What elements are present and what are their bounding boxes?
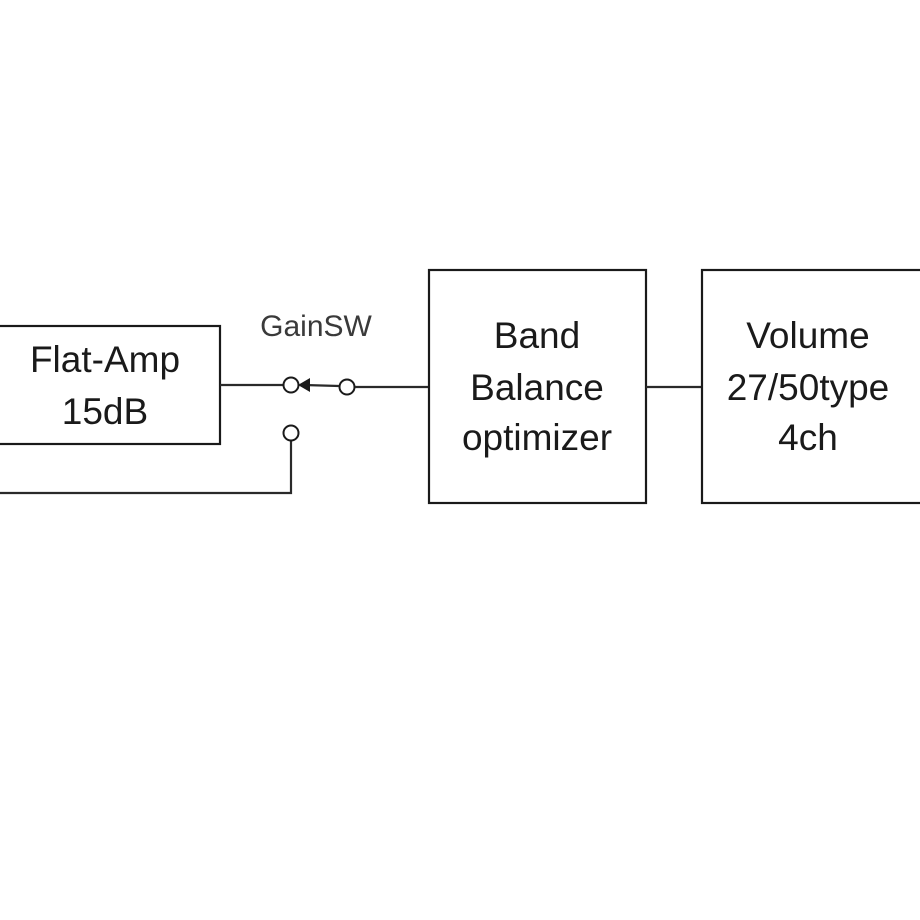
switch-amp-terminal — [338, 378, 356, 396]
band-balance-line-3: optimizer — [462, 417, 612, 458]
volume-line-2: 27/50type — [727, 367, 890, 408]
flat-amp-block: Flat-Amp 15dB — [0, 324, 222, 446]
switch-arrowhead-icon — [298, 378, 310, 392]
volume-box — [700, 268, 920, 505]
flat-amp-gain: 15dB — [62, 391, 148, 432]
flat-amp-box — [0, 324, 222, 446]
gain-switch-label: GainSW — [260, 310, 372, 343]
gain-switch: GainSW — [260, 310, 373, 442]
band-balance-line-1: Band — [494, 315, 580, 356]
volume-block: Volume 27/50type 4ch — [700, 268, 920, 505]
band-balance-box — [427, 268, 648, 505]
band-balance-block: Band Balance optimizer — [427, 268, 648, 505]
volume-line-1: Volume — [746, 315, 869, 356]
volume-line-3: 4ch — [778, 417, 838, 458]
band-balance-line-2: Balance — [470, 367, 604, 408]
flat-amp-title: Flat-Amp — [30, 339, 180, 380]
switch-bypass-terminal — [282, 424, 300, 442]
switch-common-terminal — [282, 376, 300, 394]
bypass-wire — [0, 441, 293, 495]
